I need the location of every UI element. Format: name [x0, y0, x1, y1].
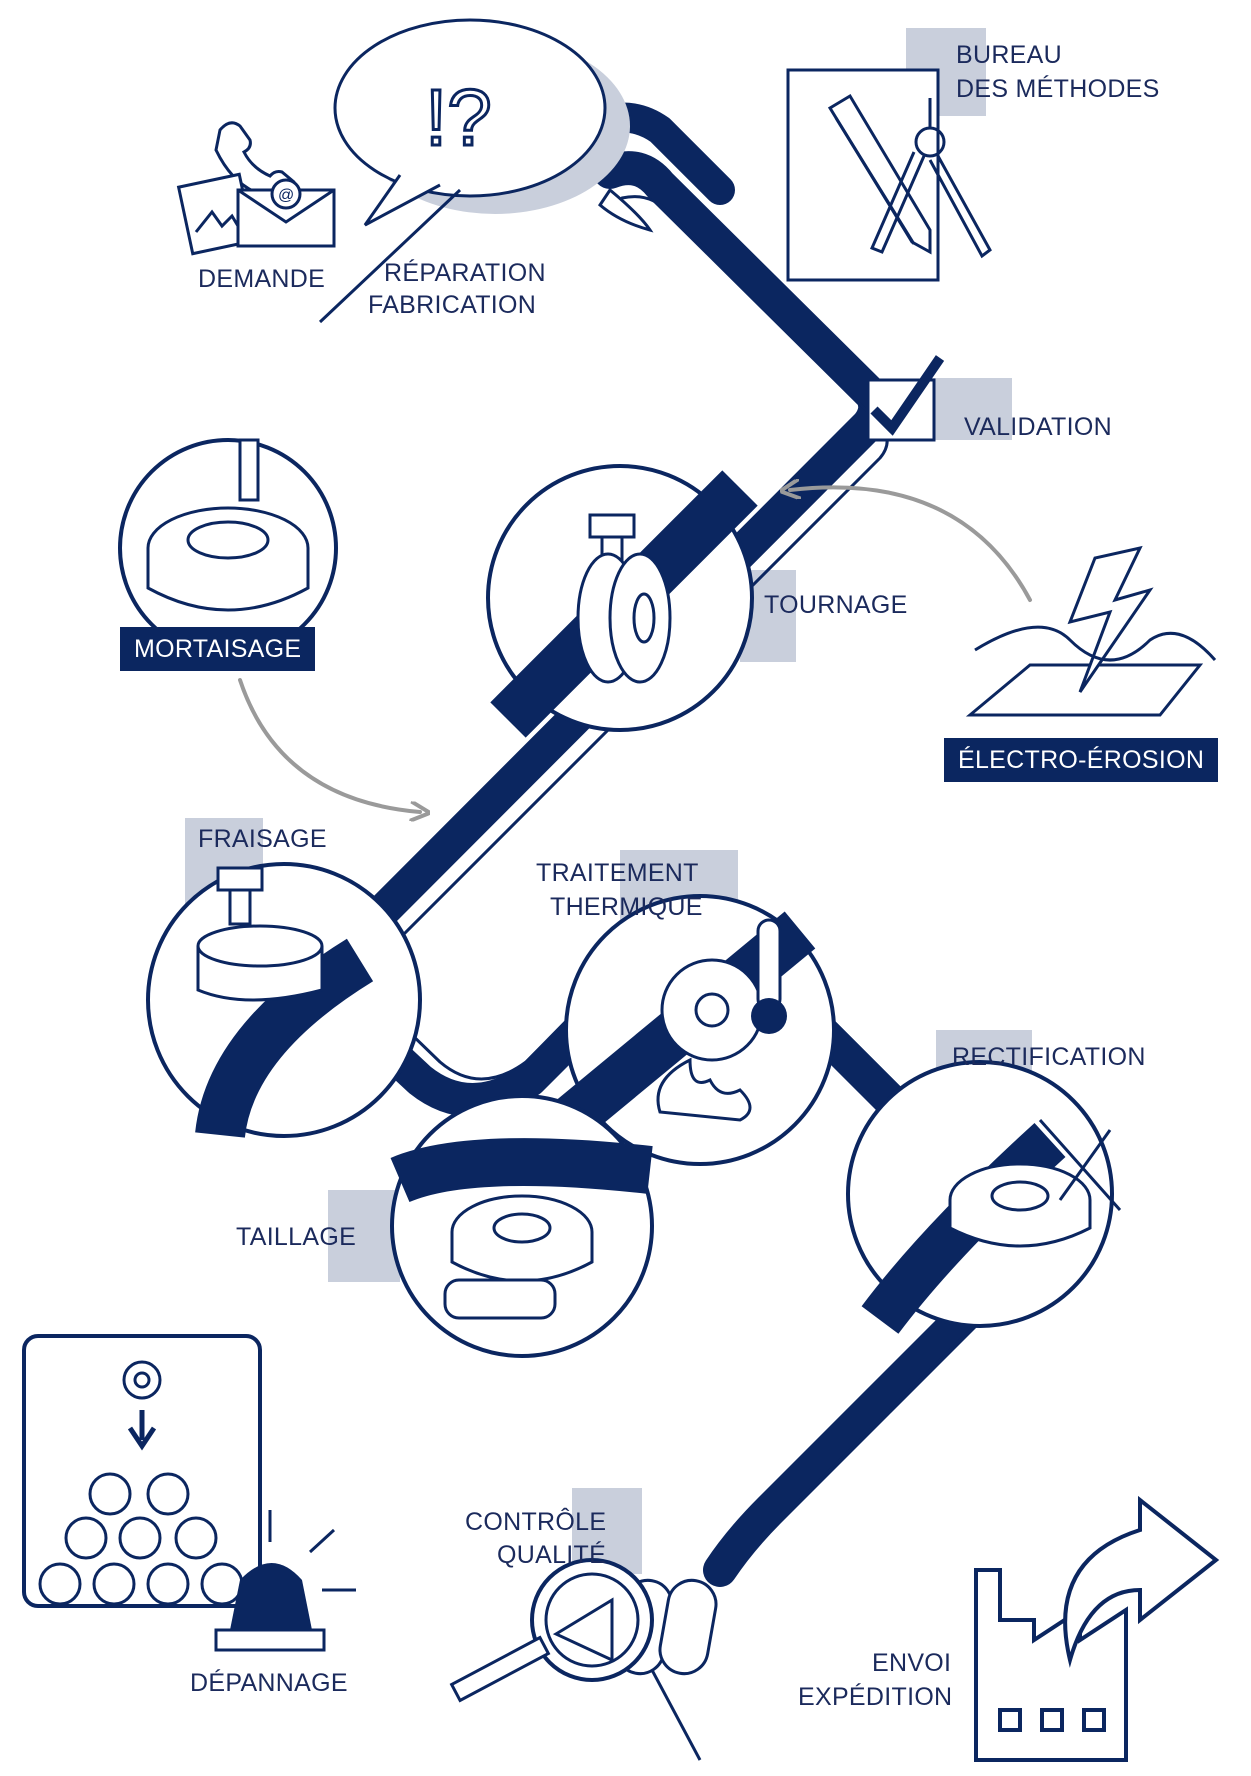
- label-validation: VALIDATION: [964, 413, 1112, 441]
- svg-text:@: @: [278, 187, 294, 204]
- label-electro-erosion: ÉLECTRO-ÉROSION: [944, 738, 1219, 782]
- label-demande: DEMANDE: [198, 265, 326, 293]
- speech-bubble-text: !?: [425, 73, 492, 162]
- label-traitement-line2: THERMIQUE: [550, 893, 703, 921]
- label-controle-line2: QUALITÉ: [497, 1541, 607, 1569]
- alarm-beacon-icon: [214, 1510, 356, 1652]
- label-controle-line1: CONTRÔLE: [465, 1508, 607, 1536]
- checkbox-icon: [866, 355, 945, 442]
- label-taillage: TAILLAGE: [236, 1223, 357, 1251]
- factory-icon: [974, 1568, 1128, 1762]
- label-depannage: DÉPANNAGE: [190, 1669, 348, 1697]
- label-traitement-line1: TRAITEMENT: [536, 859, 699, 887]
- process-path: [312, 102, 1042, 1587]
- label-bureau-line1: BUREAU: [956, 41, 1062, 69]
- label-expedition: EXPÉDITION: [798, 1683, 953, 1711]
- demande-icons: @: [176, 121, 336, 256]
- blueprint-icon: [786, 68, 992, 282]
- flame-icon: [656, 1057, 752, 1122]
- mortising-icon: [118, 438, 338, 658]
- magnifier-icon: [449, 1558, 718, 1761]
- heat-treatment-icon: [554, 894, 836, 1166]
- label-bureau-line2: DES MÉTHODES: [956, 75, 1160, 103]
- label-mortaisage: MORTAISAGE: [120, 627, 316, 671]
- export-arrow-icon: [1063, 1495, 1220, 1668]
- milling-icon: [146, 862, 422, 1139]
- label-fraisage: FRAISAGE: [198, 825, 327, 853]
- speech-bubble-icon: !?: [333, 18, 654, 233]
- label-tournage: TOURNAGE: [764, 591, 908, 619]
- gear-pile-icon: [22, 1334, 262, 1608]
- label-fabrication: FABRICATION: [368, 291, 537, 319]
- lathe-icon: [486, 464, 758, 738]
- gear-icon: [390, 1094, 654, 1358]
- label-envoi: ENVOI: [872, 1649, 952, 1677]
- grinding-icon: [846, 1060, 1122, 1334]
- swatch-taillage: [328, 1190, 400, 1282]
- worm-screw-icon: [443, 1278, 557, 1320]
- pencil-icon: [827, 93, 932, 255]
- thermometer-icon: [751, 918, 787, 1034]
- eye-icon: [552, 1597, 614, 1663]
- compass-icon: [870, 98, 992, 259]
- flow-arrows: [238, 487, 1032, 812]
- label-reparation: RÉPARATION: [384, 259, 546, 287]
- edm-icon: [965, 545, 1217, 717]
- divider-line: [318, 188, 462, 324]
- label-rectification: RECTIFICATION: [952, 1043, 1146, 1071]
